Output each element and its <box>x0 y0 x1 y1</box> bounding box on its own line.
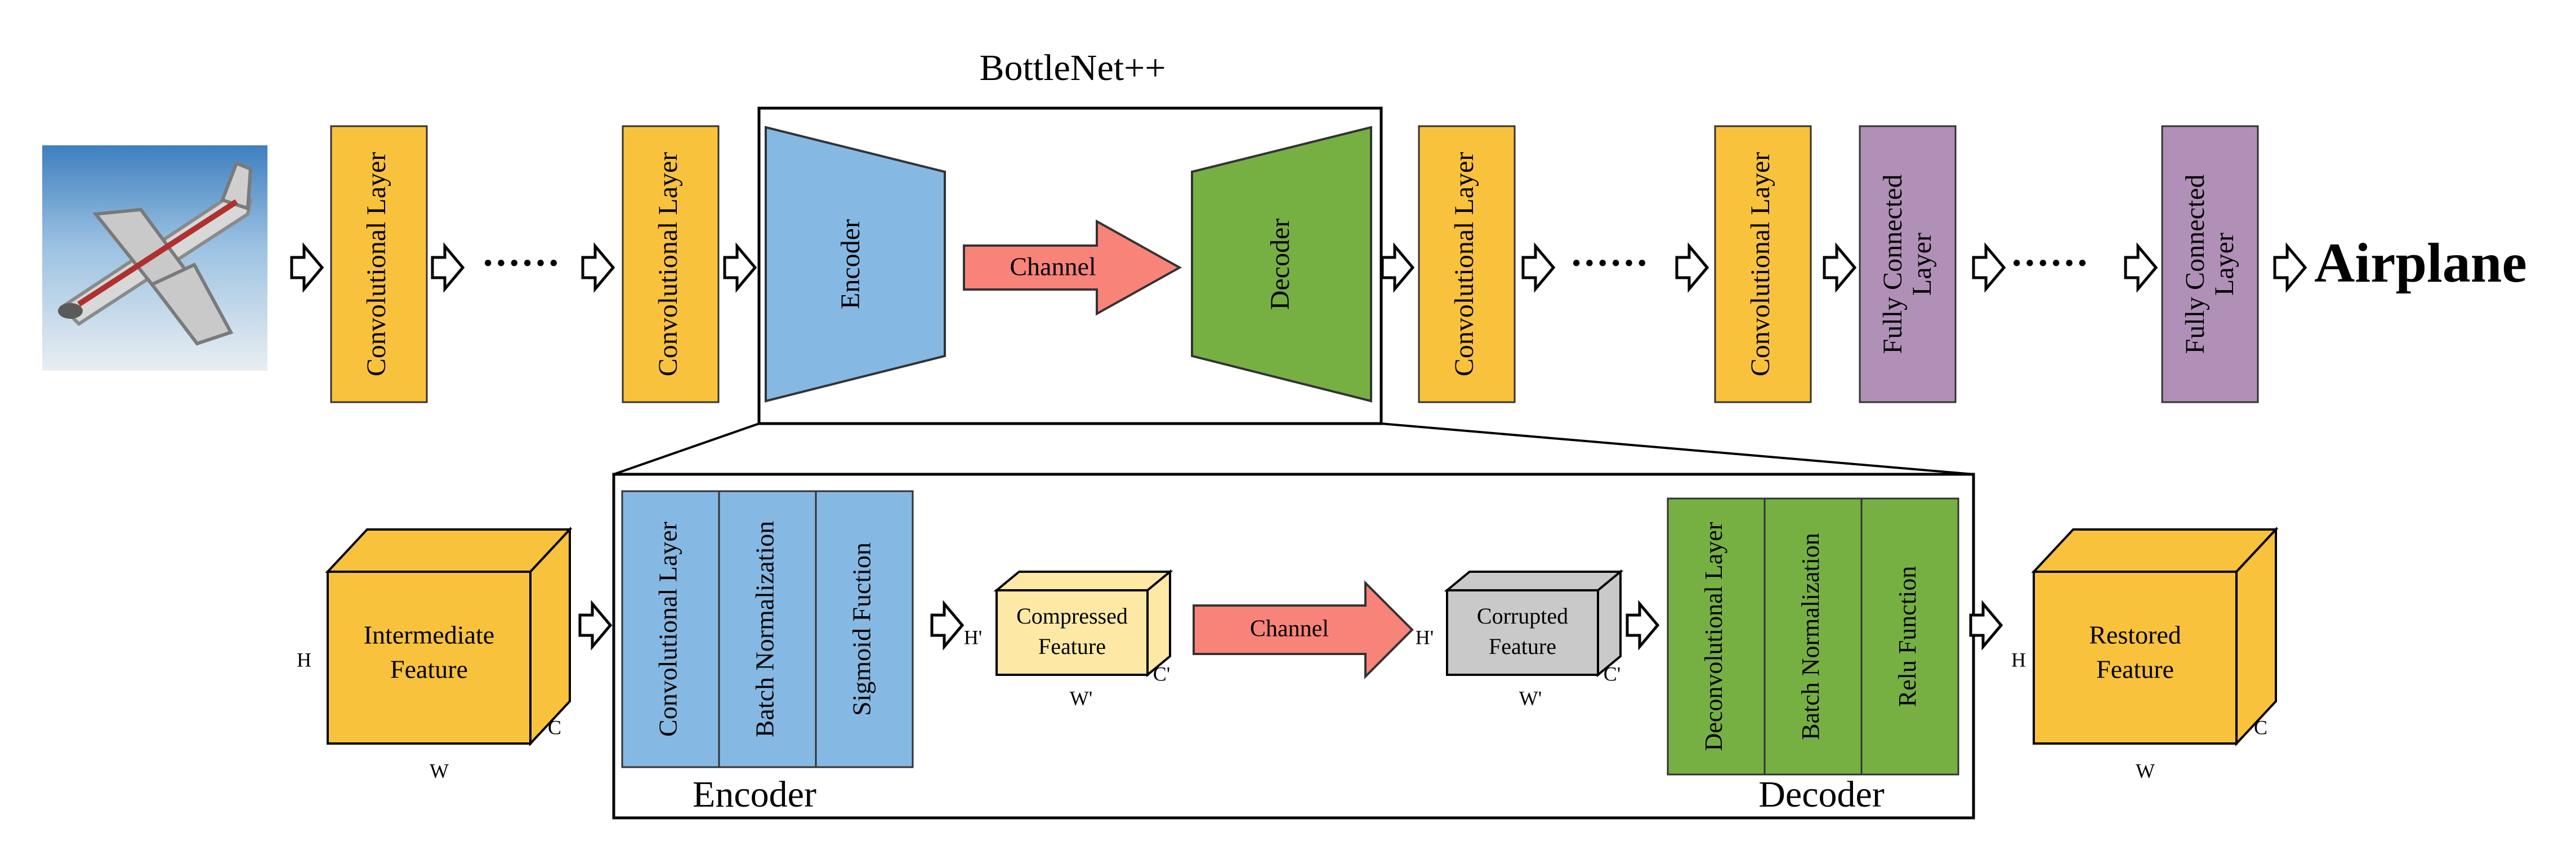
input-airplane-image <box>42 145 267 371</box>
flow-arrow-icon <box>2124 242 2158 293</box>
flow-arrow-icon <box>1521 242 1556 293</box>
restored-feature-label: Restored <box>2089 621 2181 649</box>
decoder-stack: Deconvolutional Layer Batch Normalizatio… <box>1667 497 1959 776</box>
conv-layer-3: Convolutional Layer <box>1418 125 1516 403</box>
dim-c-prime-label: C' <box>1604 662 1621 685</box>
conv-layer-2: Convolutional Layer <box>622 125 720 403</box>
bottlenet-block: BottleNet++ Encoder Decoder Channel <box>757 47 1383 425</box>
compressed-feature-label: Compressed <box>1016 603 1128 629</box>
dim-h-prime-label: H' <box>964 626 982 648</box>
corrupted-feature-label: Feature <box>1489 634 1556 659</box>
detail-frame <box>612 473 1975 820</box>
airplane-icon <box>58 161 253 346</box>
dim-h-label: H <box>2011 648 2026 671</box>
zoom-line-right <box>1381 422 1974 475</box>
output-class-label: Airplane <box>2314 232 2527 294</box>
zoom-line-left <box>613 422 760 475</box>
top-flow-arrows <box>290 242 2307 293</box>
flow-arrow-icon <box>290 242 324 293</box>
flow-arrow-icon <box>431 242 465 293</box>
flow-arrow-icon <box>1626 600 1660 651</box>
decoder-label: Decoder <box>1265 219 1295 310</box>
decoder-trapezoid <box>1191 126 1372 403</box>
dim-w-prime-label: W' <box>1519 687 1542 709</box>
encoder-stack: Convolutional Layer Batch Normalization … <box>621 490 914 768</box>
intermediate-feature-cube: Intermediate Feature H W C <box>297 526 573 782</box>
flow-arrow-icon <box>581 242 615 293</box>
ellipsis-dots: ······ <box>481 242 560 285</box>
compressed-feature-box: Compressed Feature H' W' C' <box>964 569 1173 709</box>
flow-arrow-icon <box>578 600 613 651</box>
decoder-layer-label: Batch Normalization <box>1797 533 1824 740</box>
fc-layer-2: Fully Connected Layer <box>2161 125 2259 403</box>
intermediate-feature-label: Feature <box>390 655 468 684</box>
dim-w-label: W <box>430 759 449 782</box>
intermediate-feature-label: Intermediate <box>364 621 494 649</box>
flow-arrow-icon <box>723 242 757 293</box>
dim-c-label: C <box>2254 716 2267 738</box>
flow-arrow-icon <box>1823 242 1857 293</box>
encoder-caption: Encoder <box>693 774 816 815</box>
bottlenet-title: BottleNet++ <box>979 47 1166 88</box>
encoder-label: Encoder <box>836 219 865 309</box>
channel-arrow <box>1193 580 1414 679</box>
channel-label: Channel <box>1250 616 1329 642</box>
flow-arrow-icon <box>1381 242 1415 293</box>
restored-feature-cube: Restored Feature H W C <box>2011 526 2279 782</box>
flow-arrow-icon <box>2273 242 2307 293</box>
conv-layer-label: Convolutional Layer <box>361 152 391 377</box>
dim-c-label: C <box>548 716 561 738</box>
conv-layer-4: Convolutional Layer <box>1714 125 1812 403</box>
decoder-layer-label: Deconvolutional Layer <box>1700 522 1727 751</box>
dim-c-prime-label: C' <box>1153 662 1171 685</box>
detail-flow-arrows <box>578 600 2003 651</box>
corrupted-feature-label: Corrupted <box>1477 603 1568 629</box>
ellipsis-dots: ······ <box>2010 242 2089 285</box>
conv-layer-1: Convolutional Layer <box>330 125 428 403</box>
ellipsis-dots: ······ <box>1570 242 1649 285</box>
conv-layer-label: Convolutional Layer <box>1745 152 1775 377</box>
flow-arrow-icon <box>1972 242 2006 293</box>
dim-w-prime-label: W' <box>1070 687 1092 709</box>
channel-arrow <box>963 219 1182 316</box>
channel-label: Channel <box>1010 252 1096 281</box>
fc-layer-label: Layer <box>1907 233 1937 296</box>
decoder-caption: Decoder <box>1758 774 1885 815</box>
corrupted-feature-box: Corrupted Feature H' W' C' <box>1416 569 1624 709</box>
fc-layer-label: Fully Connected <box>1878 175 1908 354</box>
decoder-layer-label: Relu Function <box>1894 566 1921 707</box>
restored-feature-label: Feature <box>2096 655 2174 684</box>
dim-h-prime-label: H' <box>1416 626 1434 648</box>
fc-layer-label: Fully Connected <box>2180 175 2210 354</box>
dim-w-label: W <box>2136 759 2155 782</box>
conv-layer-label: Convolutional Layer <box>653 152 683 377</box>
flow-arrow-icon <box>1969 600 2003 651</box>
flow-arrow-icon <box>1675 242 1709 293</box>
encoder-layer-label: Sigmoid Fuction <box>847 542 876 716</box>
conv-layer-label: Convolutional Layer <box>1449 152 1479 377</box>
fc-layer-1: Fully Connected Layer <box>1859 125 1957 403</box>
compressed-feature-label: Feature <box>1038 634 1106 659</box>
dim-h-label: H <box>297 648 311 671</box>
fc-layer-label: Layer <box>2209 233 2239 296</box>
encoder-layer-label: Batch Normalization <box>751 521 779 738</box>
flow-arrow-icon <box>930 600 965 651</box>
encoder-trapezoid <box>765 126 946 403</box>
encoder-layer-label: Convolutional Layer <box>654 522 682 737</box>
